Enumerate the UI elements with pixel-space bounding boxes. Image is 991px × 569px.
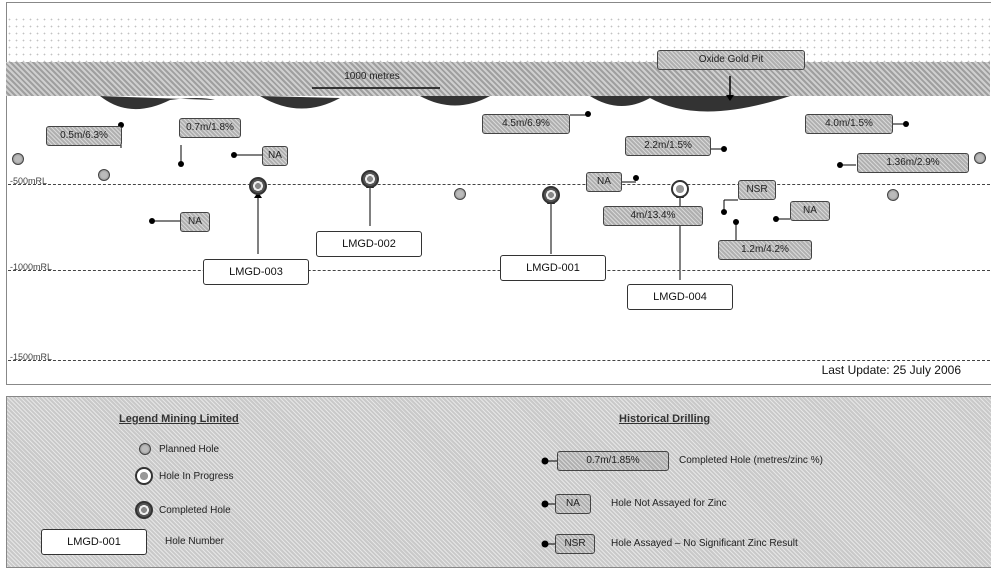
intercept-label: 4m/13.4% bbox=[603, 206, 703, 226]
nsr-desc: Hole Assayed – No Significant Zinc Resul… bbox=[611, 538, 798, 549]
intercept-label: 0.5m/6.3% bbox=[46, 126, 122, 146]
pit-shapes bbox=[100, 96, 790, 112]
planned-hole bbox=[12, 153, 24, 165]
pit-shape bbox=[590, 96, 790, 112]
nsr-example: NSR bbox=[555, 534, 595, 554]
scale-label: 1000 metres bbox=[344, 71, 400, 82]
intercept-label: NA bbox=[586, 172, 622, 192]
legend-panel: Legend Mining Limited Planned Hole Hole … bbox=[6, 396, 991, 568]
pit-shape bbox=[100, 96, 215, 110]
intercept-label: NSR bbox=[738, 180, 776, 200]
planned-hole bbox=[454, 188, 466, 200]
in-progress-hole-icon bbox=[135, 467, 153, 485]
level-label: -1500mRL bbox=[10, 352, 53, 362]
intercept-label: NA bbox=[180, 212, 210, 232]
planned-hole bbox=[98, 169, 110, 181]
na-desc: Hole Not Assayed for Zinc bbox=[611, 498, 727, 509]
level-label: -500mRL bbox=[10, 176, 48, 186]
completed-hole bbox=[361, 170, 379, 188]
hole-number-example: LMGD-001 bbox=[41, 529, 147, 555]
intercept-label: 1.2m/4.2% bbox=[718, 240, 812, 260]
level-line bbox=[8, 184, 990, 185]
level-label: -1000mRL bbox=[10, 262, 53, 272]
planned-hole-label: Planned Hole bbox=[159, 444, 220, 455]
historical-legend-title: Historical Drilling bbox=[619, 413, 711, 425]
company-legend-title: Legend Mining Limited bbox=[119, 413, 239, 425]
intercept-label: NA bbox=[790, 201, 830, 221]
planned-hole bbox=[974, 152, 986, 164]
pit-arrowhead bbox=[726, 95, 734, 101]
level-line bbox=[8, 360, 990, 361]
legend-markers bbox=[541, 457, 557, 548]
hole-id-label: LMGD-002 bbox=[316, 231, 422, 257]
intercept-label: NA bbox=[262, 146, 288, 166]
last-update: Last Update: 25 July 2006 bbox=[821, 363, 961, 377]
in-progress-label: Hole In Progress bbox=[159, 471, 234, 482]
intercept-label: 2.2m/1.5% bbox=[625, 136, 711, 156]
pit-shape bbox=[420, 96, 490, 106]
pit-label: Oxide Gold Pit bbox=[657, 50, 805, 70]
level-line bbox=[8, 270, 990, 271]
completed-desc: Completed Hole (metres/zinc %) bbox=[679, 455, 823, 466]
oxide-band bbox=[6, 62, 990, 96]
cross-section-diagram: 1000 metres Oxide Gold Pit -500mRL -1000… bbox=[6, 2, 991, 385]
section-overlay bbox=[100, 76, 909, 280]
in-progress-hole bbox=[671, 180, 689, 198]
pit-shape bbox=[260, 96, 340, 109]
planned-hole bbox=[887, 189, 899, 201]
intercept-label: 0.7m/1.8% bbox=[179, 118, 241, 138]
hole-id-label: LMGD-003 bbox=[203, 259, 309, 285]
planned-hole-icon bbox=[139, 443, 151, 455]
completed-hole-label: Completed Hole bbox=[159, 505, 231, 516]
topsoil-pattern bbox=[6, 16, 990, 62]
completed-hole bbox=[542, 186, 560, 204]
hole-number-label: Hole Number bbox=[165, 536, 224, 547]
intercept-label: 4.5m/6.9% bbox=[482, 114, 570, 134]
na-example: NA bbox=[555, 494, 591, 514]
completed-example: 0.7m/1.85% bbox=[557, 451, 669, 471]
hole-id-label: LMGD-004 bbox=[627, 284, 733, 310]
completed-hole bbox=[249, 177, 267, 195]
hole-id-label: LMGD-001 bbox=[500, 255, 606, 281]
intercept-label: 4.0m/1.5% bbox=[805, 114, 893, 134]
completed-hole-icon bbox=[135, 501, 153, 519]
intercept-label: 1.36m/2.9% bbox=[857, 153, 969, 173]
